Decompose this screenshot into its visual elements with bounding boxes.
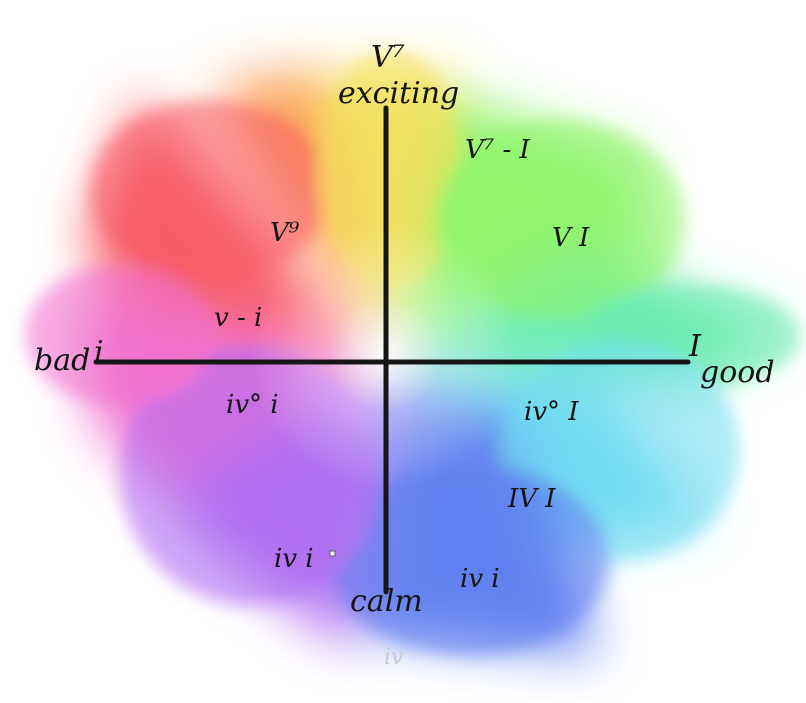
region-label-ivdim-minor-i: iv° i bbox=[226, 390, 279, 420]
top-axis-chord: V⁷ bbox=[371, 40, 405, 75]
blue-brush-area bbox=[330, 465, 610, 655]
region-labels: V⁷ - I V⁹ V I v - i iv° i iv° I IV I iv … bbox=[214, 135, 590, 594]
axes bbox=[93, 105, 691, 595]
axis-labels: V⁷ exciting calm iv bad i I good bbox=[34, 40, 775, 670]
region-label-v9: V⁹ bbox=[270, 218, 300, 248]
bottom-axis-label: calm bbox=[350, 584, 423, 619]
right-axis-chord: I bbox=[688, 329, 702, 364]
region-label-iv-minor-i-right: iv i bbox=[460, 564, 500, 594]
color-wheel-background bbox=[25, 50, 800, 655]
region-label-v-minor-i: v - i bbox=[214, 303, 262, 333]
top-axis-label: exciting bbox=[338, 76, 459, 111]
left-axis-chord: i bbox=[94, 335, 104, 370]
small-marker bbox=[329, 550, 336, 557]
magenta-brush-area bbox=[25, 265, 215, 405]
region-label-v-major-i: V I bbox=[552, 223, 590, 253]
left-axis-label: bad bbox=[34, 343, 90, 378]
right-axis-label: good bbox=[700, 355, 775, 390]
region-label-ivdim-major-i: iv° I bbox=[524, 397, 579, 427]
region-label-v7-i: V⁷ - I bbox=[465, 135, 531, 165]
bottom-axis-chord: iv bbox=[384, 645, 404, 670]
region-label-iv-major-i: IV I bbox=[507, 484, 556, 514]
region-label-iv-minor-i-left: iv i bbox=[274, 544, 314, 574]
